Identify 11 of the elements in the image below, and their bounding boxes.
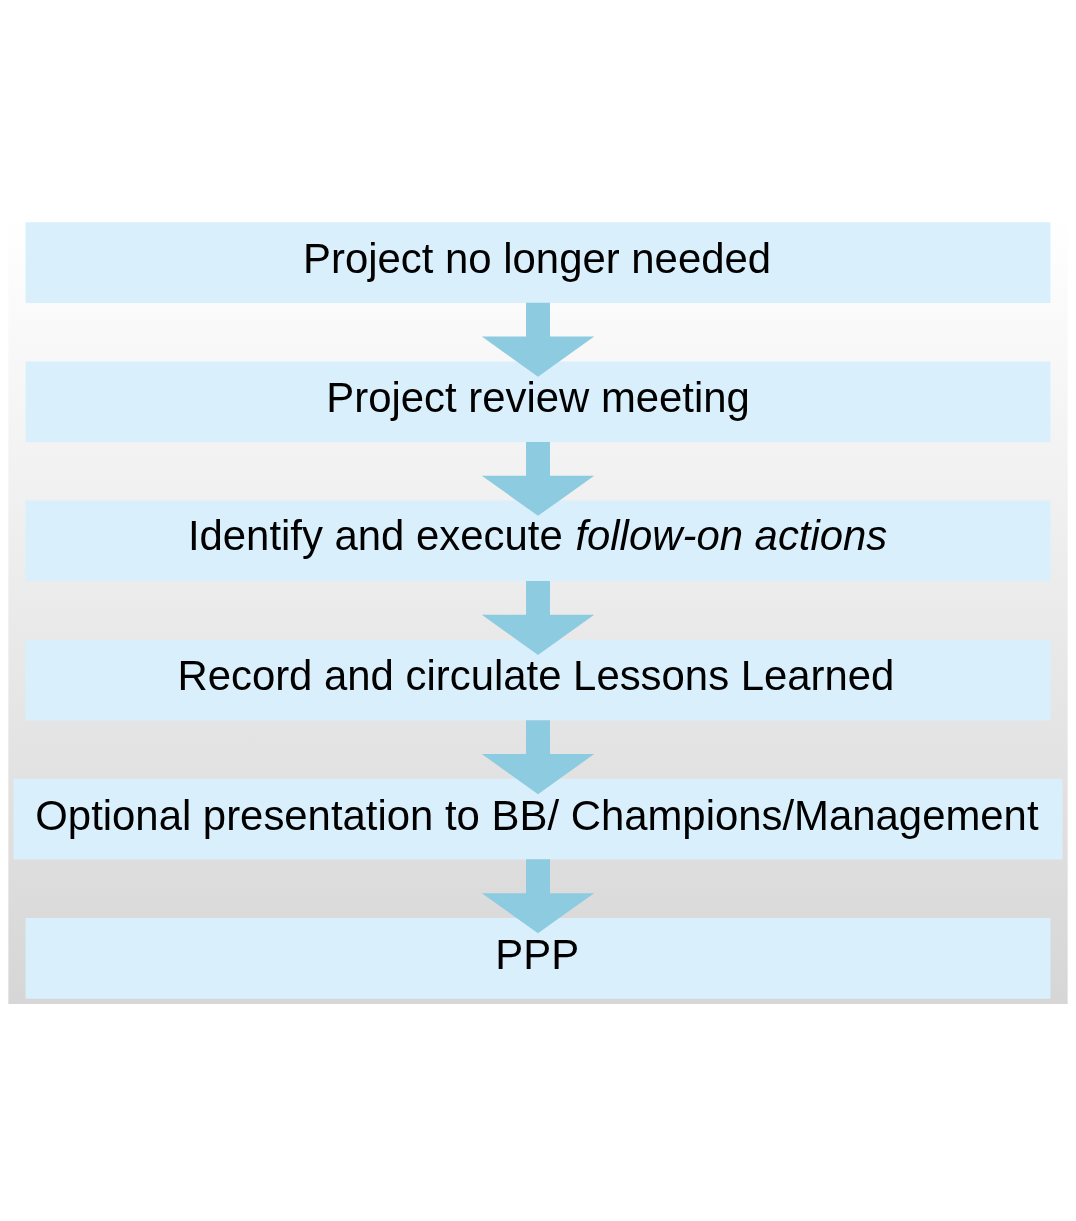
arrow bbox=[481, 302, 595, 377]
arrow bbox=[481, 859, 595, 934]
node-box: PPP bbox=[25, 917, 1051, 999]
arrow bbox=[481, 720, 595, 795]
arrow bbox=[481, 441, 595, 516]
node-box: Project review meeting bbox=[25, 361, 1051, 443]
node-box: Record and circulate Lessons Learned bbox=[25, 639, 1051, 721]
node-box: Optional presentation to BB/ Champions/Management bbox=[13, 778, 1063, 860]
node-box: Project no longer needed bbox=[25, 222, 1051, 304]
arrow bbox=[481, 581, 595, 655]
node-box: Identify and execute follow-on actions bbox=[25, 500, 1051, 582]
